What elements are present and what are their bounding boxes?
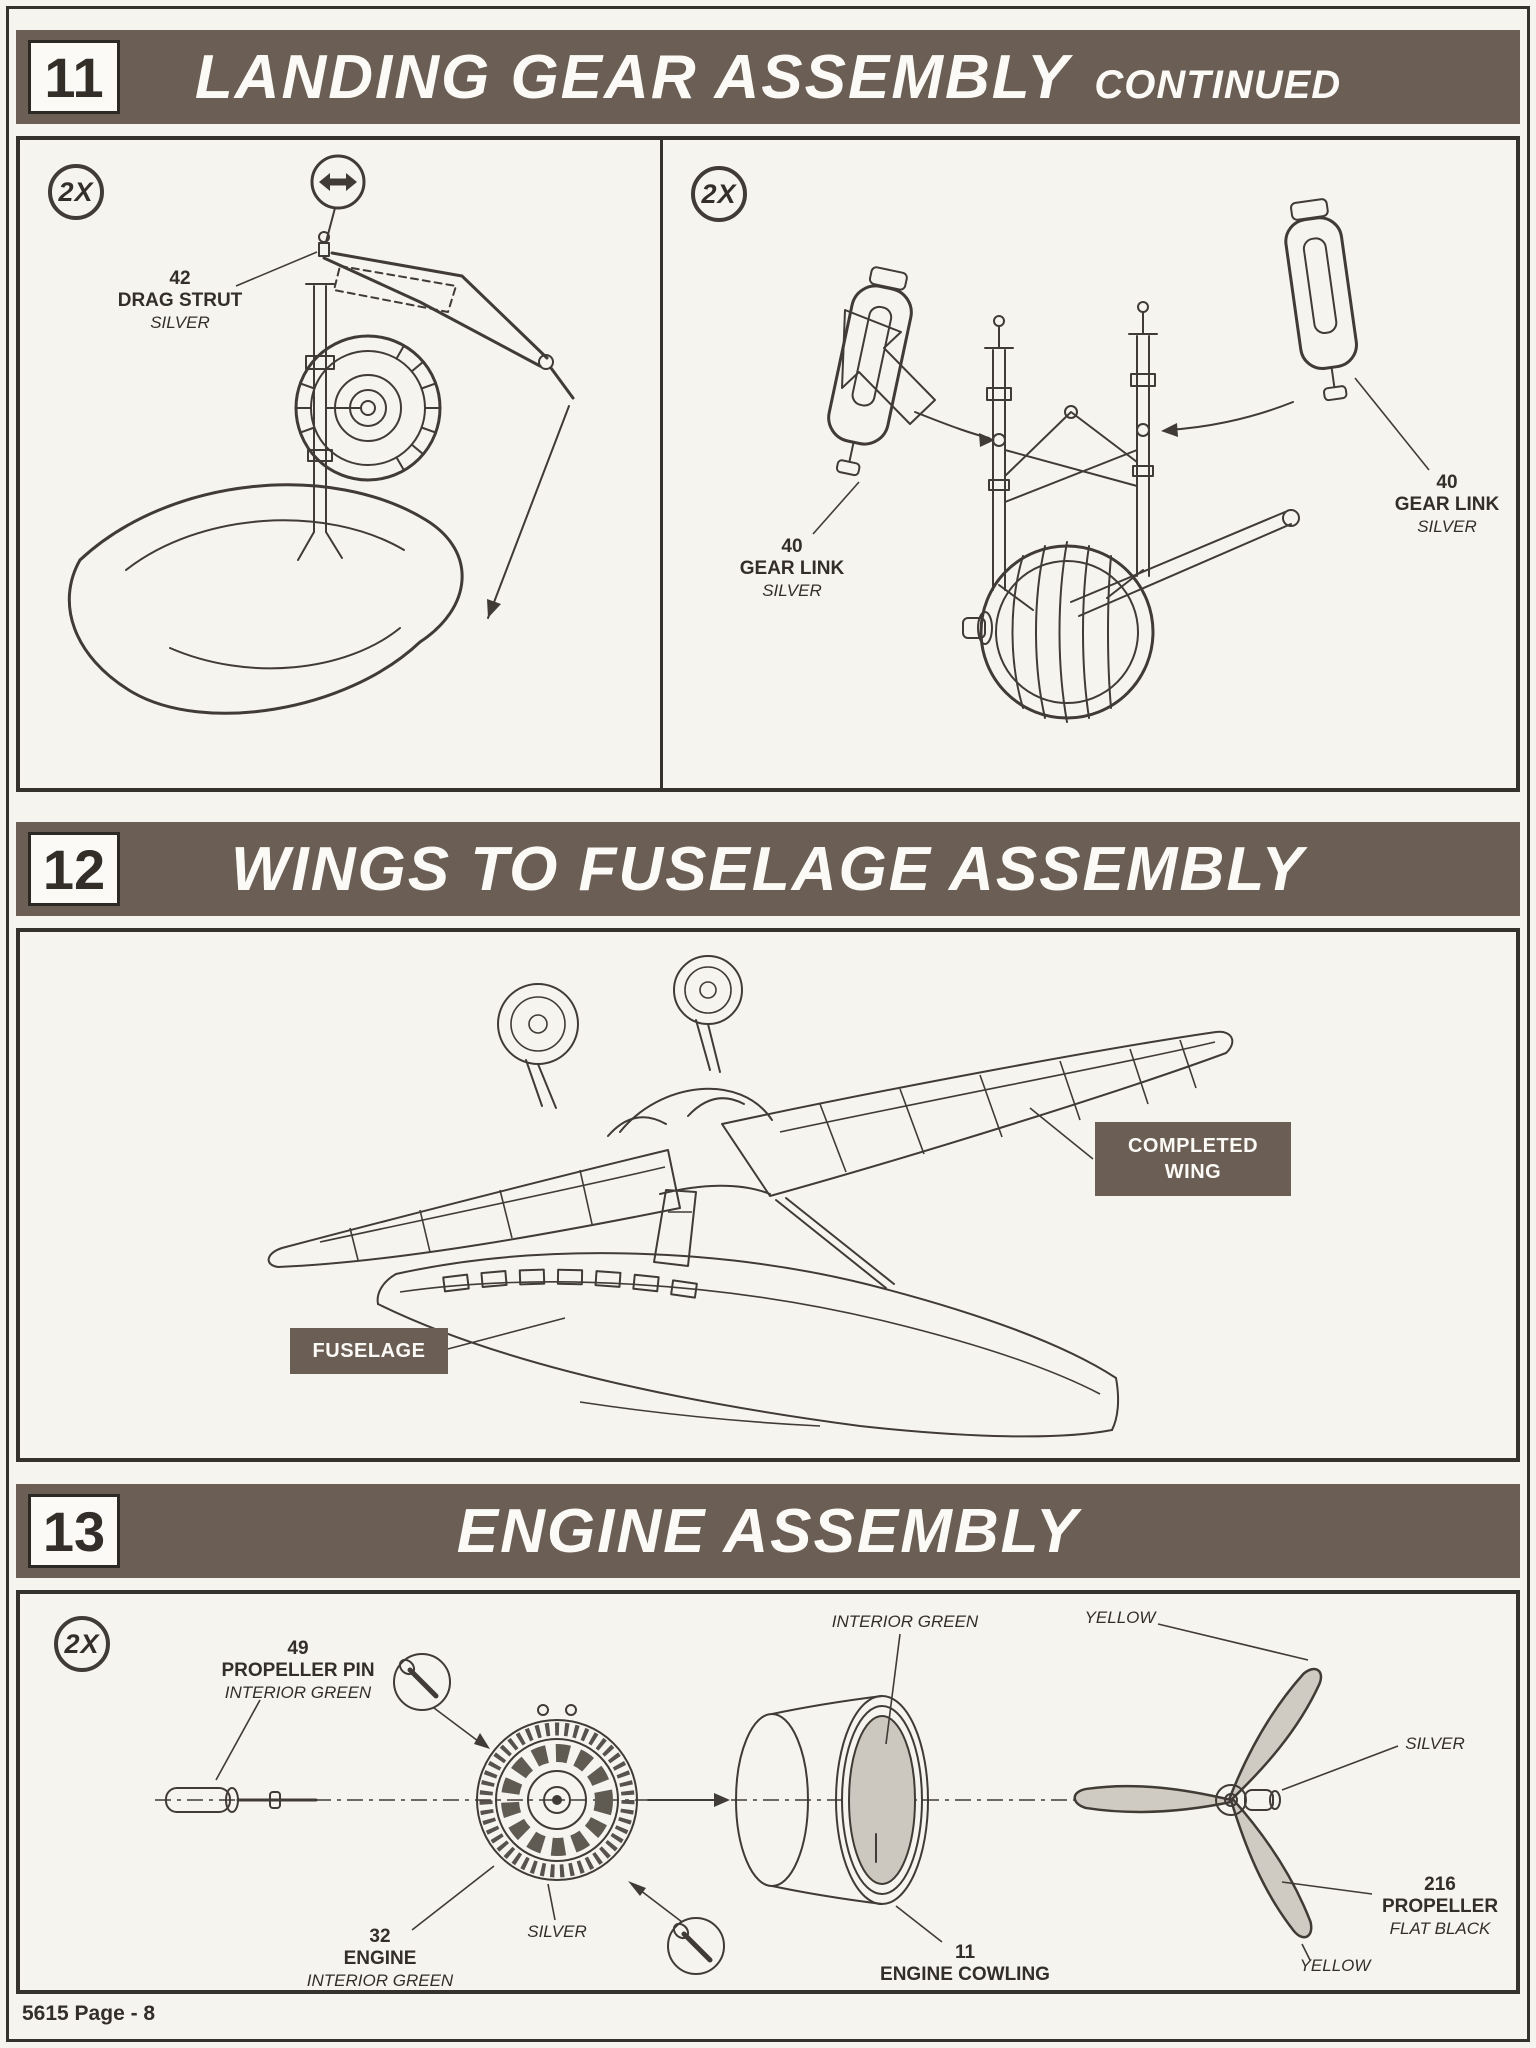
label-engine-silver: SILVER — [527, 1922, 587, 1941]
step-13-title: ENGINE ASSEMBLY — [120, 1496, 1416, 1567]
part-label-gear-link-left: 40 GEAR LINK SILVER — [739, 536, 845, 600]
step-11-title-text: LANDING GEAR ASSEMBLY — [194, 42, 1071, 112]
gear-link-diagram — [812, 198, 1430, 723]
completed-wing-leader — [1029, 1107, 1094, 1160]
step-12-title: WINGS TO FUSELAGE ASSEMBLY — [120, 834, 1416, 905]
callout-completed-wing: COMPLETED WING — [1095, 1122, 1291, 1196]
left-wing-drawing — [267, 1149, 681, 1268]
step-12-title-text: WINGS TO FUSELAGE ASSEMBLY — [231, 834, 1305, 904]
stowed-wheel-1 — [497, 983, 579, 1109]
screw-symbol-icon-2 — [628, 1881, 725, 1975]
propeller-leader — [1281, 1881, 1373, 1895]
placement-arrow — [487, 405, 570, 619]
propeller-pin-drawing — [165, 1787, 318, 1813]
quantity-badge-right: 2X — [691, 166, 747, 222]
propeller-drawing — [1073, 1667, 1323, 1939]
ribbed-wheel-drawing — [962, 541, 1155, 723]
part-label-propeller: 216 PROPELLER FLAT BLACK — [1381, 1874, 1499, 1938]
gear-struts-drawing — [984, 301, 1158, 611]
wheel-well-drawing — [67, 483, 464, 715]
drag-strut-diagram — [67, 154, 575, 715]
wings-to-fuselage-diagram — [267, 955, 1234, 1438]
flip-arrow-icon — [841, 309, 936, 425]
step-11-title: LANDING GEAR ASSEMBLY CONTINUED — [120, 42, 1416, 113]
oleo-strut-drawing — [297, 283, 362, 561]
gear-link-left-drawing — [827, 266, 913, 477]
callout-fuselage: FUSELAGE — [290, 1328, 448, 1374]
prop-silver-leader — [1281, 1745, 1399, 1791]
attach-arrow-left — [914, 411, 995, 447]
prop-yellow-top-leader — [1157, 1623, 1309, 1661]
label-prop-yellow-bottom: YELLOW — [1299, 1956, 1371, 1975]
engine-silver-leader — [547, 1883, 556, 1921]
part-label-propeller-pin: 49 PROPELLER PIN INTERIOR GREEN — [221, 1638, 375, 1702]
wing-pylon — [653, 1189, 895, 1289]
stowed-wheel-2 — [673, 955, 743, 1073]
step-11-header: 11 LANDING GEAR ASSEMBLY CONTINUED — [16, 30, 1520, 124]
fuselage-windows — [442, 1268, 698, 1299]
cowl-interior-leader — [885, 1633, 901, 1745]
label-prop-yellow-top: YELLOW — [1084, 1608, 1156, 1627]
drag-strut-leader — [235, 251, 318, 287]
wheel-drawing — [294, 334, 442, 482]
engine-assembly-diagram — [155, 1623, 1399, 1975]
step-11-number: 11 — [28, 40, 120, 114]
gear-link-right-drawing — [1284, 198, 1358, 402]
prop-yellow-bottom-leader — [1301, 1943, 1311, 1961]
step-11-panel: 2X 2X 42 DRAG STRUT SILVER 40 GEAR LINK … — [16, 136, 1520, 792]
quantity-badge-engine: 2X — [54, 1616, 110, 1672]
propeller-pin-leader — [215, 1699, 261, 1781]
step-12-header: 12 WINGS TO FUSELAGE ASSEMBLY — [16, 822, 1520, 916]
step-11-continued-label: CONTINUED — [1094, 62, 1342, 107]
step-12-panel: COMPLETED WING FUSELAGE — [16, 928, 1520, 1462]
part-label-gear-link-right: 40 GEAR LINK SILVER — [1394, 472, 1500, 536]
fuselage-drawing — [376, 1252, 1120, 1438]
engine-drawing — [476, 1704, 638, 1881]
retraction-arm-drawing — [1070, 509, 1300, 617]
step-12-number: 12 — [28, 832, 120, 906]
step-13-header: 13 ENGINE ASSEMBLY — [16, 1484, 1520, 1578]
fuselage-leader — [443, 1317, 566, 1351]
step-13-panel: 2X 49 PROPELLER PIN INTERIOR GREEN INTER… — [16, 1590, 1520, 1994]
gear-link-right-leader — [1354, 377, 1430, 471]
part-symbol-icon — [310, 154, 366, 243]
part-label-drag-strut: 42 DRAG STRUT SILVER — [117, 268, 243, 332]
screw-symbol-icon-1 — [393, 1653, 490, 1749]
attach-arrow-right — [1161, 401, 1294, 437]
drag-strut-drawing — [318, 231, 575, 400]
wing-center-section — [607, 1087, 773, 1195]
page-number: 5615 Page - 8 — [22, 2002, 156, 2025]
engine-leader — [411, 1865, 495, 1931]
step-13-title-text: ENGINE ASSEMBLY — [456, 1496, 1080, 1566]
label-cowl-interior-green: INTERIOR GREEN — [831, 1612, 979, 1631]
label-prop-silver: SILVER — [1405, 1734, 1465, 1753]
panel-divider — [660, 140, 663, 788]
assembly-arrow-right — [647, 1793, 730, 1807]
quantity-badge-left: 2X — [48, 164, 104, 220]
step-13-number: 13 — [28, 1494, 120, 1568]
part-label-engine-cowling: 11 ENGINE COWLING — [880, 1942, 1050, 1985]
right-wing-drawing — [721, 1030, 1234, 1197]
part-label-engine: 32 ENGINE INTERIOR GREEN — [306, 1926, 454, 1990]
cowling-leader — [895, 1905, 943, 1943]
engine-cowling-drawing — [735, 1695, 929, 1905]
gear-link-left-leader — [812, 481, 860, 535]
